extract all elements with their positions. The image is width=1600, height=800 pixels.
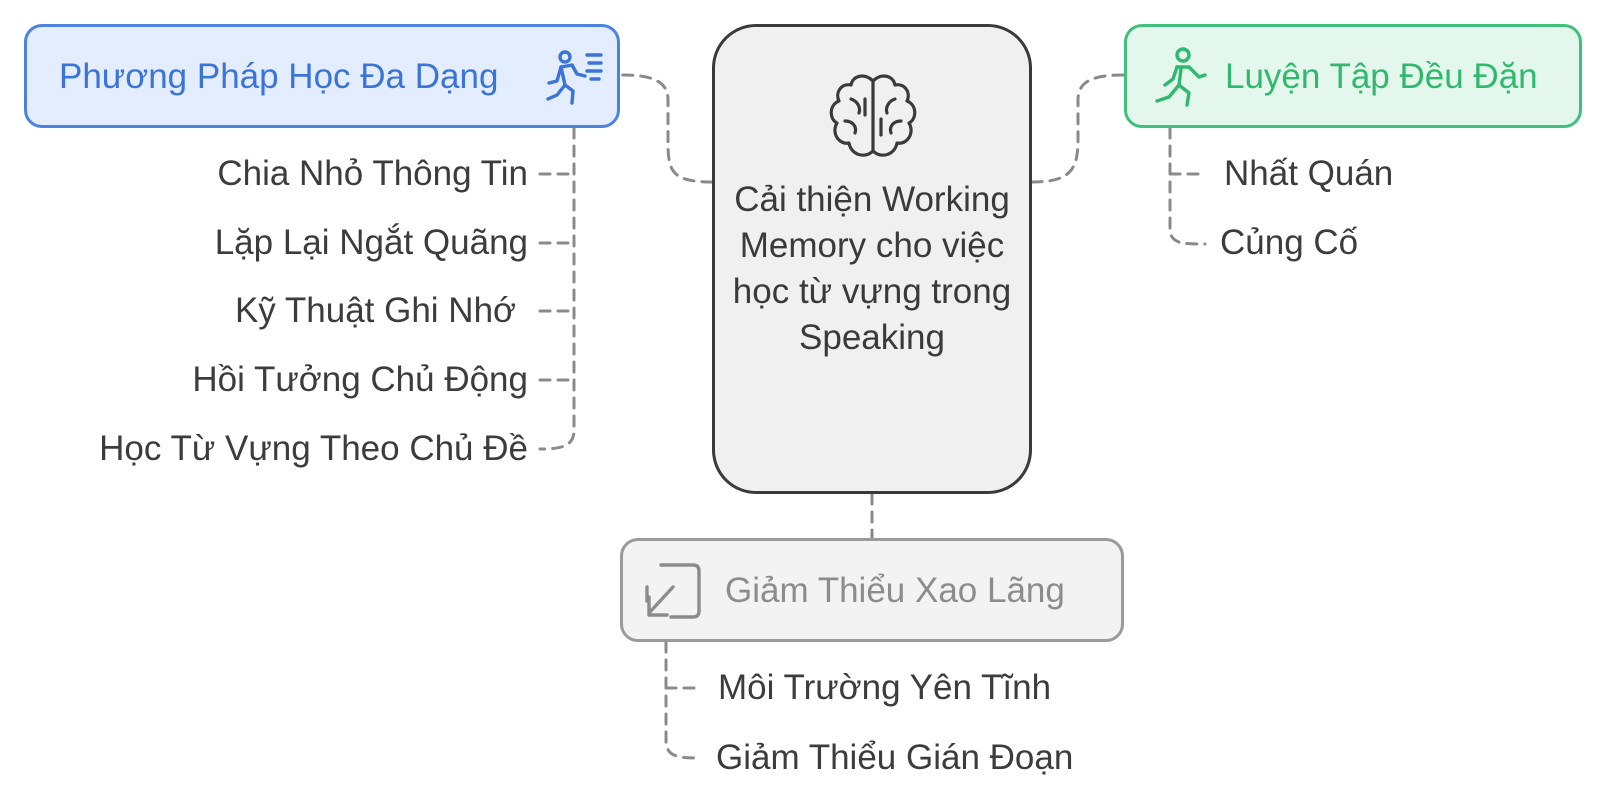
central-topic-title: Cải thiện Working Memory cho việc học từ…	[732, 180, 1012, 357]
left-leaf-4[interactable]: Hồi Tưởng Chủ Động	[192, 360, 528, 399]
bottom-spine	[664, 640, 702, 760]
connector-center-left	[620, 73, 714, 184]
connector-center-right	[1030, 73, 1126, 184]
left-spine	[538, 126, 576, 451]
brain-icon	[829, 74, 917, 157]
right-leaf-1[interactable]: Nhất Quán	[1224, 154, 1394, 193]
left-leaf-5[interactable]: Học Từ Vựng Theo Chủ Đề	[99, 429, 528, 468]
bottom-leaf-2[interactable]: Giảm Thiểu Gián Đoạn	[716, 738, 1074, 777]
bottom-leaf-1[interactable]: Môi Trường Yên Tĩnh	[718, 668, 1052, 707]
left-leaf-2[interactable]: Lặp Lại Ngắt Quãng	[214, 223, 528, 262]
left-leaf-1[interactable]: Chia Nhỏ Thông Tin	[217, 154, 528, 193]
central-topic-box[interactable]: Cải thiện Working Memory cho việc học từ…	[712, 24, 1032, 494]
branch-title-left: Phương Pháp Học Đa Dạng	[59, 57, 499, 96]
right-spine	[1168, 126, 1207, 246]
branch-box-bottom[interactable]: Giảm Thiểu Xao Lãng	[620, 538, 1124, 642]
branch-title-right: Luyện Tập Đều Đặn	[1225, 57, 1538, 96]
branch-box-left[interactable]: Phương Pháp Học Đa Dạng	[24, 24, 620, 128]
right-leaf-2[interactable]: Củng Cố	[1220, 223, 1359, 262]
minimize-arrow-icon	[645, 563, 701, 619]
running-person-icon	[546, 50, 603, 105]
branch-box-right[interactable]: Luyện Tập Đều Đặn	[1124, 24, 1582, 128]
exercising-person-icon	[1155, 47, 1207, 107]
left-leaf-3[interactable]: Kỹ Thuật Ghi Nhớ	[234, 291, 516, 330]
branch-title-bottom: Giảm Thiểu Xao Lãng	[725, 571, 1065, 610]
